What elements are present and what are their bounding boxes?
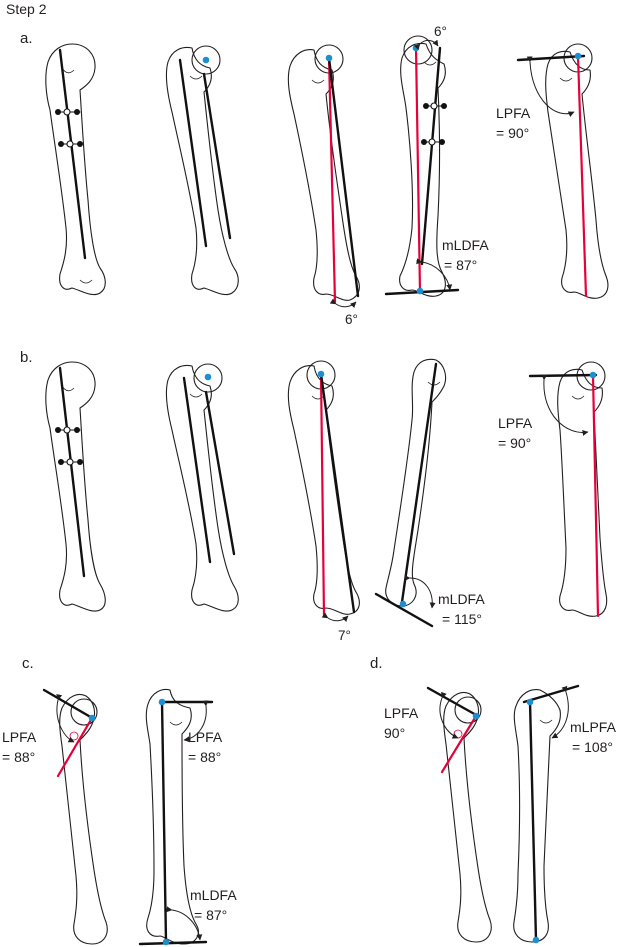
a-lpfa-value: = 90° (496, 125, 529, 141)
midpoint (66, 458, 74, 466)
knee-center (399, 600, 407, 608)
femur-c2: LPFA = 88° mLDFA = 87° (138, 688, 237, 946)
b-lpfa-value: = 90° (498, 435, 531, 451)
a-lpfa-name: LPFA (496, 105, 531, 121)
cortex-point (58, 141, 64, 147)
femur-a1 (45, 43, 106, 296)
b-mldfa-value: = 115° (442, 611, 482, 627)
panel-label-b: b. (20, 349, 33, 366)
panel-label-a: a. (20, 30, 33, 47)
femur-a4: 6° mLDFA = 87° (384, 24, 489, 297)
c-mldfa-name: mLDFA (190, 887, 237, 903)
femoral-head-center (204, 373, 212, 381)
c-lpfa2-value: = 88° (188, 749, 221, 765)
cortex-point (74, 109, 80, 115)
femoral-head-center (472, 712, 480, 720)
c-lpfa1-name: LPFA (2, 729, 37, 745)
femoral-head-center (526, 698, 534, 706)
step-title: Step 2 (6, 1, 47, 17)
femoral-head-center (202, 56, 210, 64)
femur-b2 (165, 363, 239, 612)
d-mlpfa-name: mLPFA (570, 719, 617, 735)
c-mldfa-value: = 87° (194, 907, 227, 923)
a-mldfa-value: = 87° (444, 257, 477, 273)
cortex-point (74, 427, 80, 433)
a-shaft-angle: 6° (345, 312, 358, 327)
cortex-point (55, 427, 61, 433)
femur-a2 (165, 45, 239, 296)
midpoint (428, 138, 436, 146)
cortex-point (441, 103, 447, 109)
femoral-head-center (412, 44, 420, 52)
d-lpfa-value: 90° (384, 725, 405, 741)
femur-b3: 7° (287, 360, 360, 643)
femur-a5: LPFA = 90° (496, 43, 609, 299)
c-lpfa2-name: LPFA (188, 729, 223, 745)
knee-center (532, 936, 540, 944)
femoral-head-center (325, 54, 333, 62)
panel-label-c: c. (22, 655, 34, 672)
femur-b1 (45, 361, 106, 612)
femoral-head-center (574, 52, 582, 60)
femur-a3: 6° (287, 44, 360, 327)
femoral-head-center (88, 714, 96, 722)
midpoint (66, 140, 74, 148)
femoral-head-center (158, 698, 166, 706)
cortex-point (439, 139, 445, 145)
a-mldfa-name: mLDFA (442, 237, 489, 253)
femoral-head-center (589, 371, 597, 379)
cortex-point (77, 459, 83, 465)
femur-b5: LPFA = 90° (498, 361, 608, 618)
femoral-head-center (317, 370, 325, 378)
femur-c1: LPFA = 88° (2, 688, 108, 945)
c-lpfa1-value: = 88° (2, 749, 35, 765)
femur-b4: mLDFA = 115° (374, 358, 485, 628)
midpoint (63, 108, 71, 116)
femur-d1: LPFA 90° (384, 686, 492, 943)
knee-center (416, 287, 424, 295)
cortex-point (55, 109, 61, 115)
midpoint (430, 102, 438, 110)
midpoint (63, 426, 71, 434)
cortex-point (58, 459, 64, 465)
d-lpfa-name: LPFA (384, 705, 419, 721)
cortex-point (77, 141, 83, 147)
b-shaft-angle: 7° (338, 628, 351, 643)
b-lpfa-name: LPFA (498, 415, 533, 431)
cortex-point (421, 139, 427, 145)
cortex-point (423, 103, 429, 109)
knee-center (162, 938, 170, 946)
b-mldfa-name: mLDFA (438, 591, 485, 607)
a-neck-angle: 6° (434, 24, 447, 39)
femur-d2: mLPFA = 108° (513, 684, 617, 944)
panel-label-d: d. (370, 655, 383, 672)
d-mlpfa-value: = 108° (572, 739, 613, 755)
